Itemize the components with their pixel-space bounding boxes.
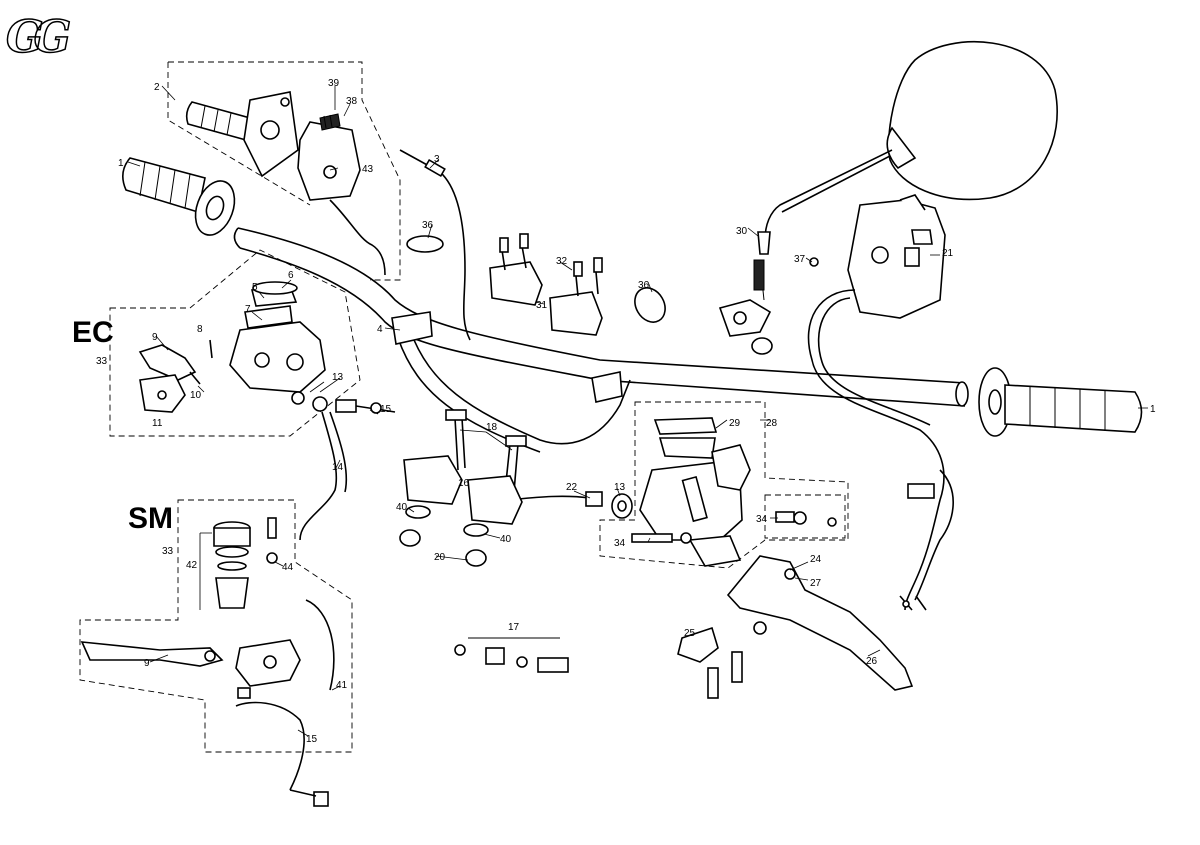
right-wiring xyxy=(807,289,954,611)
callout-13: 13 xyxy=(614,482,626,493)
callout-37: 37 xyxy=(794,254,806,265)
clutch-lever-assembly xyxy=(677,555,914,699)
bar-clamps-top xyxy=(489,233,603,336)
callout-18: 18 xyxy=(486,422,498,433)
callout-44: 44 xyxy=(282,562,294,573)
callout-40: 40 xyxy=(500,534,512,545)
throttle-assembly xyxy=(185,91,471,341)
callout-1: 1 xyxy=(118,158,124,169)
callout-5: 5 xyxy=(252,282,258,293)
callout-26: 26 xyxy=(866,656,878,667)
callout-41: 41 xyxy=(336,680,348,691)
callout-29: 29 xyxy=(729,418,741,429)
callout-32: 32 xyxy=(556,256,568,267)
callout-43: 43 xyxy=(362,164,374,175)
callout-31: 31 xyxy=(536,300,548,311)
callout-3: 3 xyxy=(434,154,440,165)
parts-17-row xyxy=(454,637,569,673)
callout-9: 9 xyxy=(144,658,150,669)
leader-lines xyxy=(127,85,1148,737)
callout-24: 24 xyxy=(810,554,822,565)
callout-33: 33 xyxy=(162,546,174,557)
right-grip xyxy=(978,367,1143,437)
callout-9: 9 xyxy=(152,332,158,343)
callout-27: 27 xyxy=(810,578,822,589)
callout-17: 17 xyxy=(508,622,520,633)
callout-30: 30 xyxy=(736,226,748,237)
callout-39: 39 xyxy=(328,78,340,89)
brand-logo: GG xyxy=(5,11,80,64)
callout-14: 14 xyxy=(332,462,344,473)
bar-clamps-lower xyxy=(399,409,527,567)
callout-36: 36 xyxy=(422,220,434,231)
callout-1: 1 xyxy=(1150,404,1156,415)
section-label-ec: EC xyxy=(72,316,114,349)
right-switch-housing xyxy=(809,194,946,319)
callout-21: 21 xyxy=(942,248,954,259)
callout-6: 6 xyxy=(288,270,294,281)
callout-22: 22 xyxy=(566,482,578,493)
callout-15: 15 xyxy=(306,734,318,745)
callout-16: 16 xyxy=(458,478,470,489)
callout-42: 42 xyxy=(186,560,198,571)
callout-15: 15 xyxy=(380,404,392,415)
callout-7: 7 xyxy=(245,304,251,315)
callouts: 1 1 2 3 4 5 6 7 8 9 9 10 11 13 13 14 15 … xyxy=(96,78,1156,745)
callout-13: 13 xyxy=(332,372,344,383)
brand-logo-text: GG xyxy=(6,12,70,63)
callout-10: 10 xyxy=(190,390,202,401)
front-brake-master xyxy=(507,417,837,567)
callout-4: 4 xyxy=(377,324,383,335)
callout-34: 34 xyxy=(614,538,626,549)
callout-38: 38 xyxy=(346,96,358,107)
mirror xyxy=(718,41,1058,355)
callout-8: 8 xyxy=(197,324,203,335)
callout-34: 34 xyxy=(756,514,768,525)
callout-36: 36 xyxy=(638,280,650,291)
section-label-sm: SM xyxy=(128,502,173,535)
callout-28: 28 xyxy=(766,418,778,429)
callout-20: 20 xyxy=(434,552,446,563)
callout-40: 40 xyxy=(396,502,408,513)
callout-25: 25 xyxy=(684,628,696,639)
callout-11: 11 xyxy=(152,418,163,429)
left-master-cylinder-ec xyxy=(138,281,396,541)
left-grip xyxy=(122,157,236,236)
callout-33: 33 xyxy=(96,356,108,367)
group-boxes xyxy=(79,61,849,753)
cable-clip-36 xyxy=(406,235,666,323)
left-master-cylinder-sm xyxy=(80,517,335,807)
callout-2: 2 xyxy=(154,82,160,93)
